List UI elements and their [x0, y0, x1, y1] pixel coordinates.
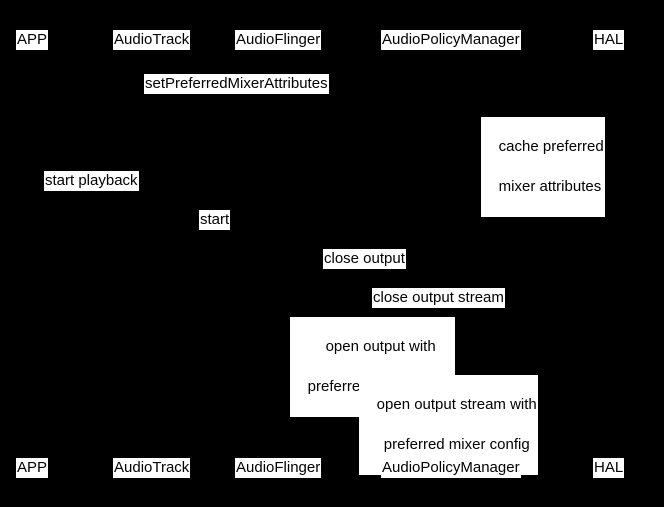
participant-header-audiopolicymanager[interactable]: AudioPolicyManager — [381, 30, 521, 50]
message-line-1: cache preferred — [498, 138, 604, 155]
participant-footer-audioflinger[interactable]: AudioFlinger — [235, 458, 322, 478]
message-label-start-playback: start playback — [44, 171, 139, 191]
arrow-head-set-preferred-mixer-attributes — [448, 92, 456, 100]
message-line-2: preferred mixer config — [383, 436, 530, 453]
participant-footer-audiotrack[interactable]: AudioTrack — [113, 458, 191, 478]
message-label-close-output-stream: close output stream — [372, 288, 505, 308]
participant-header-audioflinger[interactable]: AudioFlinger — [235, 30, 322, 50]
lifeline-app — [34, 50, 35, 458]
lifeline-audiotrack — [155, 50, 156, 458]
participant-footer-hal[interactable]: HAL — [593, 458, 625, 478]
arrow-head-start-playback — [147, 190, 155, 198]
arrow-head-close-output-stream — [601, 307, 609, 315]
message-label-set-preferred-mixer-attributes: setPreferredMixerAttributes — [144, 74, 329, 94]
participant-header-app[interactable]: APP — [16, 30, 49, 50]
arrow-cache-preferred-mixer-attributes — [456, 160, 486, 161]
arrow-head-open-output-stream-with-preferred-mixer-config — [601, 424, 609, 432]
arrow-start-playback — [34, 194, 155, 195]
arrow-close-output-stream — [456, 311, 609, 312]
arrow-start — [155, 233, 280, 234]
message-line-1: open output with — [325, 338, 436, 355]
arrow-head-close-output — [448, 268, 456, 276]
lifeline-audiopolicymanager — [456, 50, 457, 458]
participant-header-hal[interactable]: HAL — [593, 30, 625, 50]
participant-footer-app[interactable]: APP — [16, 458, 49, 478]
message-line-1: open output stream with — [376, 396, 537, 413]
arrow-head-open-output-with-preferred-mixer-config — [280, 366, 288, 374]
message-label-cache-preferred-mixer-attributes: cache preferred mixer attributes — [481, 117, 605, 217]
participant-header-audiotrack[interactable]: AudioTrack — [113, 30, 191, 50]
arrow-close-output — [280, 272, 456, 273]
message-label-close-output: close output — [323, 249, 406, 269]
arrow-set-preferred-mixer-attributes — [34, 96, 456, 97]
participant-footer-audiopolicymanager[interactable]: AudioPolicyManager — [381, 458, 521, 478]
lifeline-audioflinger — [280, 50, 281, 458]
arrow-head-start — [272, 229, 280, 237]
message-label-start: start — [199, 210, 231, 230]
message-line-2: mixer attributes — [498, 178, 602, 195]
lifeline-hal — [609, 50, 610, 458]
